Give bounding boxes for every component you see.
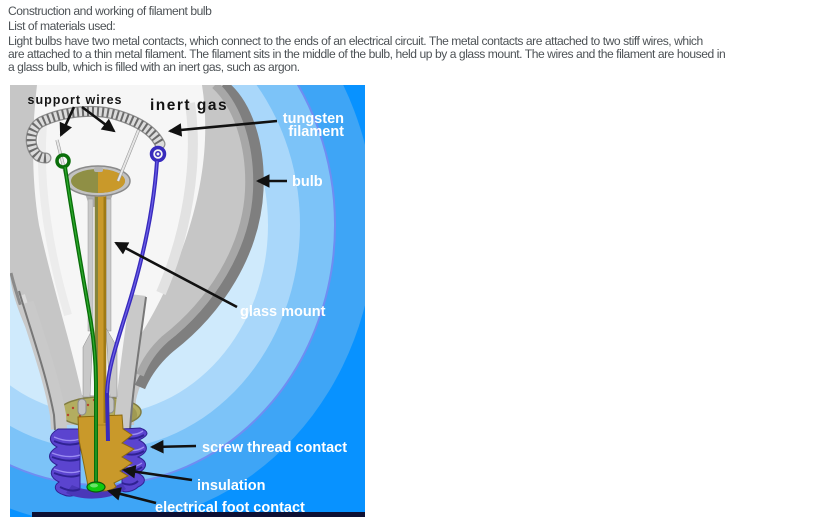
doc-paragraph-line: Light bulbs have two metal contacts, whi… <box>8 33 703 48</box>
foot-contact <box>86 481 106 493</box>
label-glass-mount: glass mount <box>240 304 326 320</box>
arrow-screw-thread-contact <box>149 439 197 454</box>
bulb-rim-dark <box>134 85 264 390</box>
document-text-block: Construction and working of filament bul… <box>8 4 816 75</box>
bulb-neck-walls <box>18 290 147 431</box>
bulb-rim-mid <box>136 85 254 377</box>
bulb-diagram-svg: support wires inert gas tungsten filamen… <box>10 85 365 517</box>
label-support-wires: support wires <box>28 93 123 107</box>
label-tungsten-filament: filament <box>288 124 344 140</box>
glass-mount-cup <box>65 165 131 197</box>
label-electrical-foot-contact: electrical foot contact <box>155 500 305 516</box>
label-screw-thread-contact: screw thread contact <box>202 440 347 456</box>
doc-paragraph-line: are attached to a thin metal filament. T… <box>8 47 726 61</box>
arrow-support-wire-right <box>81 105 116 133</box>
arrow-glass-mount <box>114 241 238 309</box>
doc-list-heading: List of materials used: <box>8 19 116 34</box>
filament-coil <box>25 105 166 164</box>
doc-paragraph-line: a glass bulb, which is filled with an in… <box>8 60 300 75</box>
label-insulation: insulation <box>197 478 265 494</box>
label-inert-gas: inert gas <box>150 97 228 114</box>
arrow-insulation <box>121 464 193 482</box>
label-tungsten-filament: tungsten <box>283 111 344 127</box>
screw-thread-left <box>49 428 81 497</box>
diagram-labels: support wires inert gas tungsten filamen… <box>28 93 348 516</box>
arrow-support-wire-left <box>59 106 76 137</box>
arrow-electrical-foot-contact <box>107 487 157 505</box>
filament-bulb-diagram: support wires inert gas tungsten filamen… <box>10 85 365 517</box>
doc-title: Construction and working of filament bul… <box>8 4 212 18</box>
label-bulb: bulb <box>292 174 323 190</box>
image-bottom-strip <box>32 512 365 517</box>
diagram-arrows <box>59 105 287 505</box>
lead-wire-green <box>55 153 98 482</box>
bulb-glass <box>10 85 264 426</box>
bulb-interior <box>33 85 206 395</box>
lead-wire-blue <box>104 145 167 442</box>
arrow-tungsten-filament <box>167 119 278 137</box>
